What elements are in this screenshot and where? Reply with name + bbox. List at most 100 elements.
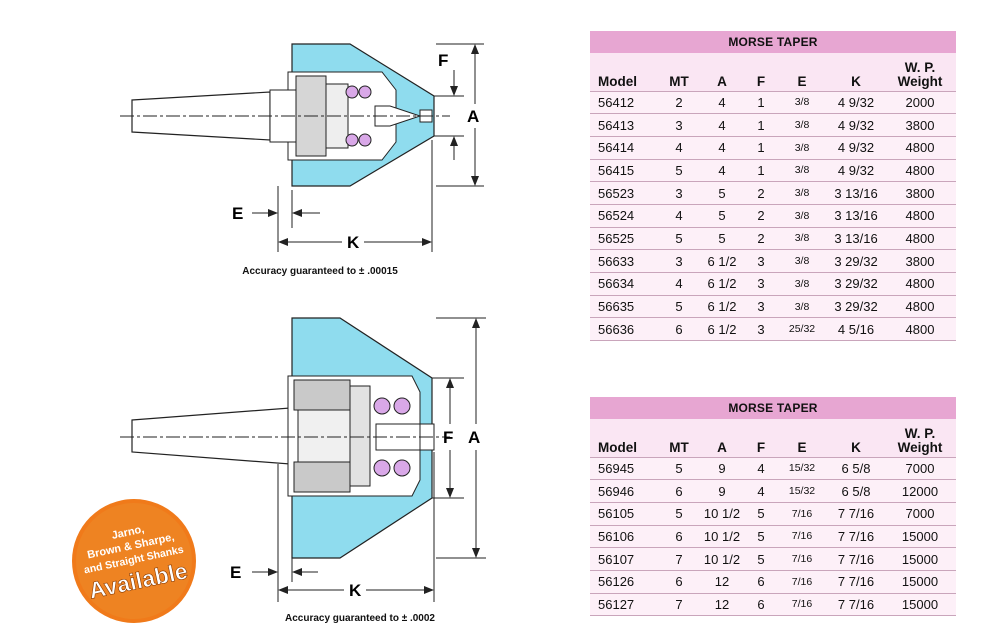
cell-model: 56945 bbox=[590, 456, 660, 480]
cell-a: 4 bbox=[698, 90, 746, 114]
cell-e: 3/8 bbox=[776, 249, 828, 273]
cell-weight: 7000 bbox=[884, 501, 956, 526]
cell-e: 3/8 bbox=[776, 294, 828, 318]
cell-a: 10 1/2 bbox=[698, 501, 746, 526]
cell-a: 4 bbox=[698, 158, 746, 182]
cell-model: 56127 bbox=[590, 592, 660, 617]
dim-label-f: F bbox=[443, 428, 453, 447]
cell-mt: 5 bbox=[660, 158, 698, 182]
cell-e: 7/16 bbox=[776, 547, 828, 571]
cell-k: 7 7/16 bbox=[828, 592, 884, 617]
cell-mt: 5 bbox=[660, 294, 698, 318]
cell-model: 56105 bbox=[590, 501, 660, 526]
cell-a: 6 1/2 bbox=[698, 272, 746, 296]
cell-a: 12 bbox=[698, 569, 746, 594]
cell-f: 4 bbox=[746, 479, 776, 503]
dim-label-k: K bbox=[349, 581, 362, 600]
cell-a: 6 1/2 bbox=[698, 317, 746, 342]
cell-a: 5 bbox=[698, 203, 746, 228]
header-mt: MT bbox=[660, 419, 698, 457]
cell-k: 7 7/16 bbox=[828, 501, 884, 526]
cell-model: 56524 bbox=[590, 203, 660, 228]
cell-model: 56414 bbox=[590, 135, 660, 160]
roller-bearing bbox=[293, 379, 351, 411]
morse-taper-table-1: MORSE TAPER Model MT A F E K W. P.Weight… bbox=[590, 31, 956, 342]
cell-model: 56126 bbox=[590, 569, 660, 594]
cell-a: 6 1/2 bbox=[698, 249, 746, 273]
cell-mt: 5 bbox=[660, 456, 698, 480]
cell-a: 9 bbox=[698, 479, 746, 503]
header-weight: W. P.Weight bbox=[884, 419, 956, 457]
cell-model: 56633 bbox=[590, 249, 660, 273]
cell-e: 3/8 bbox=[776, 203, 828, 228]
cell-weight: 3800 bbox=[884, 249, 956, 273]
cell-e: 25/32 bbox=[776, 317, 828, 342]
cell-k: 4 9/32 bbox=[828, 113, 884, 137]
cell-model: 56106 bbox=[590, 524, 660, 548]
cell-weight: 2000 bbox=[884, 90, 956, 114]
cell-weight: 4800 bbox=[884, 203, 956, 228]
cell-weight: 15000 bbox=[884, 569, 956, 594]
cell-f: 1 bbox=[746, 135, 776, 160]
cell-model: 56523 bbox=[590, 181, 660, 205]
cell-k: 4 5/16 bbox=[828, 317, 884, 342]
cell-mt: 4 bbox=[660, 272, 698, 296]
cell-f: 3 bbox=[746, 272, 776, 296]
cell-model: 56635 bbox=[590, 294, 660, 318]
cell-e: 3/8 bbox=[776, 181, 828, 205]
cell-e: 7/16 bbox=[776, 569, 828, 594]
cell-e: 7/16 bbox=[776, 501, 828, 526]
taper-shank bbox=[131, 407, 291, 465]
dim-label-k: K bbox=[347, 233, 360, 252]
cell-e: 3/8 bbox=[776, 158, 828, 182]
cell-mt: 4 bbox=[660, 135, 698, 160]
cell-f: 4 bbox=[746, 456, 776, 480]
cell-f: 5 bbox=[746, 501, 776, 526]
cell-e: 15/32 bbox=[776, 456, 828, 480]
cell-e: 15/32 bbox=[776, 479, 828, 503]
live-center-diagram-2: A F E K bbox=[120, 317, 486, 602]
cell-weight: 4800 bbox=[884, 272, 956, 296]
cell-weight: 12000 bbox=[884, 479, 956, 503]
cell-e: 3/8 bbox=[776, 226, 828, 250]
cell-mt: 7 bbox=[660, 592, 698, 617]
cell-mt: 3 bbox=[660, 249, 698, 273]
cell-weight: 15000 bbox=[884, 547, 956, 571]
cell-mt: 6 bbox=[660, 317, 698, 342]
cell-model: 56946 bbox=[590, 479, 660, 503]
header-a: A bbox=[698, 419, 746, 457]
cell-k: 6 5/8 bbox=[828, 479, 884, 503]
cell-model: 56107 bbox=[590, 547, 660, 571]
accuracy-caption-2: Accuracy guaranteed to ± .0002 bbox=[285, 613, 435, 624]
table-title: MORSE TAPER bbox=[590, 31, 956, 53]
cell-a: 4 bbox=[698, 135, 746, 160]
cell-mt: 6 bbox=[660, 569, 698, 594]
header-k: K bbox=[828, 419, 884, 457]
cell-a: 5 bbox=[698, 226, 746, 250]
cell-mt: 4 bbox=[660, 203, 698, 228]
cell-k: 4 9/32 bbox=[828, 90, 884, 114]
cell-f: 1 bbox=[746, 158, 776, 182]
header-model: Model bbox=[590, 419, 660, 457]
dim-label-e: E bbox=[232, 204, 243, 223]
cell-f: 6 bbox=[746, 592, 776, 617]
cell-e: 3/8 bbox=[776, 272, 828, 296]
dim-label-f: F bbox=[438, 51, 448, 70]
cell-model: 56525 bbox=[590, 226, 660, 250]
cell-a: 10 1/2 bbox=[698, 547, 746, 571]
cell-e: 3/8 bbox=[776, 90, 828, 114]
cell-e: 7/16 bbox=[776, 592, 828, 617]
cell-weight: 15000 bbox=[884, 524, 956, 548]
